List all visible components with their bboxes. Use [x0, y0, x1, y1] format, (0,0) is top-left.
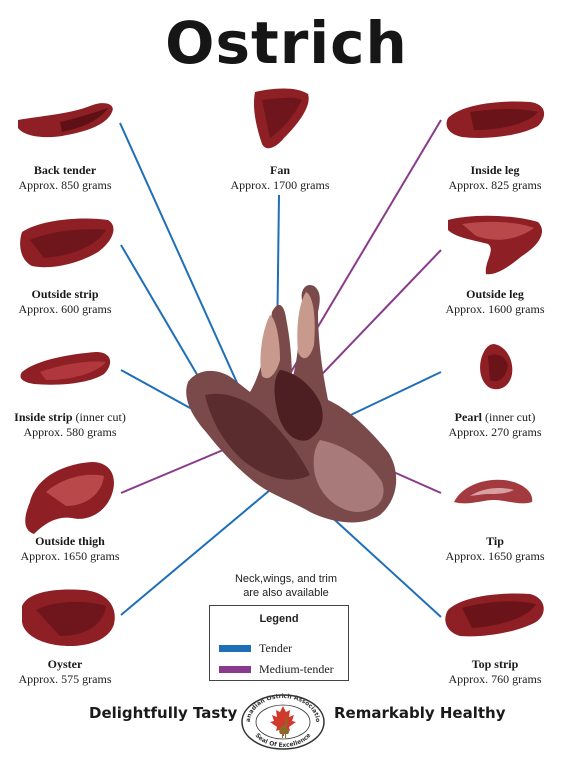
association-seal-icon: Canadian Ostrich Association Seal Of Exc… [240, 690, 325, 750]
cut-name: Inside leg [470, 163, 520, 177]
cut-note: (inner cut) [72, 410, 126, 424]
cut-image-tip [454, 479, 533, 504]
slogan-left: Delightfully Tasty [89, 704, 238, 722]
legend-label-tender: Tender [259, 641, 293, 655]
cut-image-oyster [22, 589, 115, 646]
legend-label-medium-tender: Medium-tender [259, 662, 334, 676]
cut-image-back-tender [18, 103, 113, 138]
extra-note-line2: are also available [243, 587, 329, 599]
cut-name: Outside strip [31, 287, 99, 301]
cut-weight: Approx. 600 grams [18, 302, 112, 316]
cut-name: Inside strip [14, 410, 73, 424]
cut-weight: Approx. 1700 grams [230, 178, 330, 192]
pointer-line-back-tender [119, 122, 239, 386]
maple-leaf-icon [270, 706, 296, 736]
cut-image-outside-leg [448, 215, 543, 275]
cut-label-outside-leg: Outside leg Approx. 1600 grams [435, 287, 555, 317]
cut-weight: Approx. 270 grams [448, 425, 542, 439]
pointer-line-outside-leg [303, 249, 442, 394]
cut-image-inside-strip [20, 352, 111, 385]
cut-label-pearl: Pearl (inner cut) Approx. 270 grams [430, 410, 560, 440]
cut-weight: Approx. 1650 grams [20, 549, 120, 563]
cut-name: Fan [269, 163, 290, 177]
cut-image-pearl [480, 344, 513, 390]
cut-label-inside-leg: Inside leg Approx. 825 grams [435, 163, 555, 193]
cut-note: (inner cut) [482, 410, 536, 424]
legend-swatch-medium-tender [219, 666, 251, 673]
legend: Legend Tender Medium-tender [209, 605, 349, 681]
cut-label-back-tender: Back tender Approx. 850 grams [5, 163, 125, 193]
cut-label-inside-strip: Inside strip (inner cut) Approx. 580 gra… [0, 410, 140, 440]
cut-name: Outside thigh [35, 534, 105, 548]
cut-weight: Approx. 850 grams [18, 178, 112, 192]
cut-weight: Approx. 1600 grams [445, 302, 545, 316]
cut-name: Pearl [454, 410, 482, 424]
ostrich-silhouette-icon [279, 717, 290, 738]
cut-image-inside-leg [446, 101, 545, 138]
cut-weight: Approx. 760 grams [448, 672, 542, 686]
cut-label-outside-strip: Outside strip Approx. 600 grams [5, 287, 125, 317]
cut-name: Outside leg [466, 287, 524, 301]
legend-title: Legend [259, 613, 299, 625]
cut-weight: Approx. 580 grams [23, 425, 117, 439]
cut-weight: Approx. 575 grams [18, 672, 112, 686]
cut-label-top-strip: Top strip Approx. 760 grams [435, 657, 555, 687]
pointer-line-outside-strip [120, 244, 213, 401]
cut-label-outside-thigh: Outside thigh Approx. 1650 grams [5, 534, 135, 564]
extra-cuts-note: Neck,wings, and trim are also available [206, 572, 366, 600]
cut-name: Back tender [33, 163, 97, 177]
cut-label-oyster: Oyster Approx. 575 grams [5, 657, 125, 687]
cut-weight: Approx. 825 grams [448, 178, 542, 192]
page-title: Ostrich [165, 9, 408, 77]
slogan-right: Remarkably Healthy [334, 704, 506, 722]
cut-label-tip: Tip Approx. 1650 grams [435, 534, 555, 564]
cut-name: Tip [486, 534, 504, 548]
pointer-line-oyster [120, 489, 271, 616]
cut-image-top-strip [445, 593, 544, 637]
legend-swatch-tender [219, 645, 251, 652]
cut-weight: Approx. 1650 grams [445, 549, 545, 563]
cut-image-outside-strip [20, 218, 114, 268]
extra-note-line1: Neck,wings, and trim [234, 573, 338, 585]
cut-name: Top strip [471, 657, 519, 671]
cut-image-outside-thigh [25, 462, 114, 534]
pointer-line-outside-thigh [120, 444, 236, 494]
cut-image-fan [253, 88, 309, 149]
cut-name: Oyster [47, 657, 83, 671]
ostrich-carcass-image [186, 284, 397, 523]
cut-label-fan: Fan Approx. 1700 grams [220, 163, 340, 193]
